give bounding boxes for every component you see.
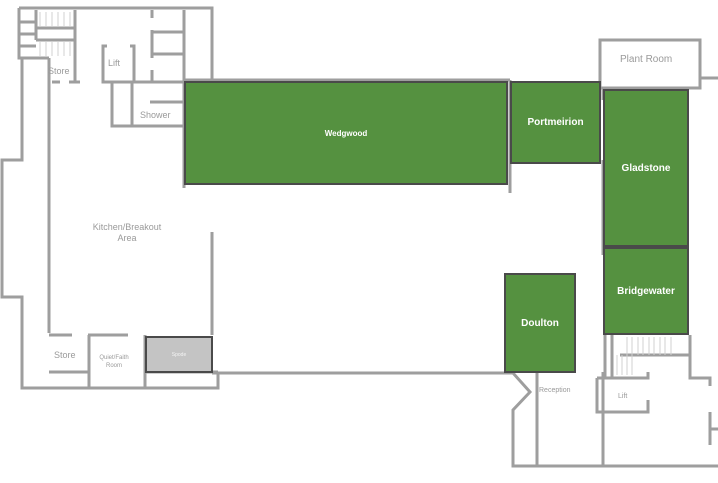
quiet-label-line2: Room: [105, 363, 122, 369]
room-spode[interactable]: Spode: [145, 336, 213, 373]
lift-top-label: Lift: [108, 58, 121, 68]
plant-room-label: Plant Room: [620, 54, 673, 65]
reception-label: Reception: [539, 387, 571, 394]
room-gladstone[interactable]: Gladstone: [603, 89, 689, 247]
room-bridgewater-label: Bridgewater: [617, 285, 675, 297]
kitchen-label-line2: Area: [117, 233, 137, 243]
room-bridgewater[interactable]: Bridgewater: [603, 247, 689, 335]
room-portmeirion-label: Portmeirion: [527, 117, 584, 128]
room-gladstone-label: Gladstone: [621, 162, 671, 174]
kitchen-label-line1: Kitchen/Breakout: [92, 222, 162, 232]
room-wedgwood-label: Wedgwood: [324, 128, 368, 138]
room-wedgwood[interactable]: Wedgwood: [184, 81, 508, 185]
room-portmeirion[interactable]: Portmeirion: [510, 81, 601, 164]
room-doulton[interactable]: Doulton: [504, 273, 576, 373]
kitchen-label: Kitchen/Breakout Area: [92, 222, 162, 244]
shower-label: Shower: [140, 110, 171, 120]
quiet-faith-room-label: Quiet/Faith Room: [93, 354, 135, 370]
store-bottom-label: Store: [54, 350, 76, 360]
quiet-label-line1: Quiet/Faith: [99, 355, 129, 361]
room-spode-label: Spode: [171, 351, 187, 358]
lift-bottom-label: Lift: [618, 393, 628, 400]
room-doulton-label: Doulton: [521, 317, 559, 329]
store-top-label: Store: [48, 66, 70, 76]
